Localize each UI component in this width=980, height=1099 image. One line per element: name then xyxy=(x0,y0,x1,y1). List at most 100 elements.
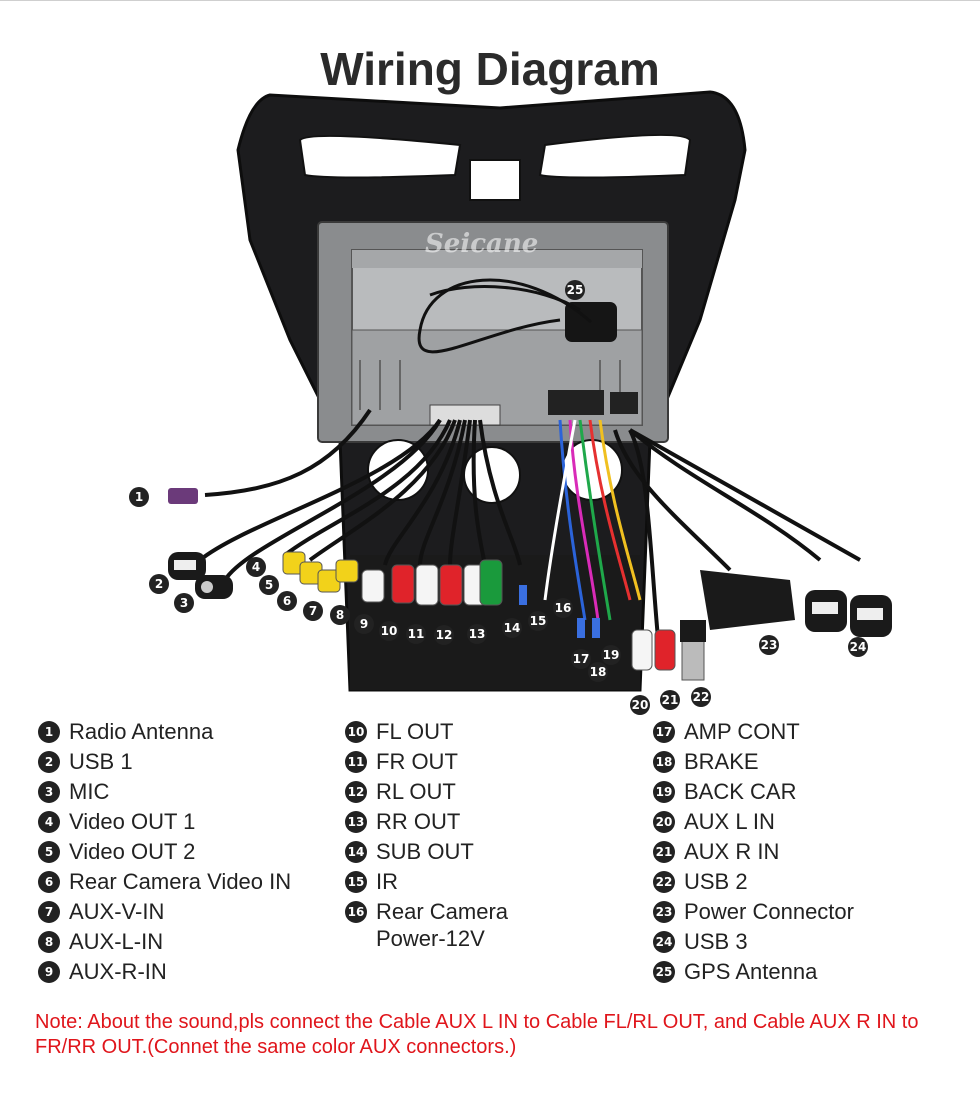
legend-item: 6 Rear Camera Video IN xyxy=(38,867,291,897)
legend-number: 12 xyxy=(345,781,367,803)
legend-label: Rear Camera Video IN xyxy=(69,869,292,894)
legend-number: 10 xyxy=(345,721,367,743)
legend-number: 21 xyxy=(653,841,675,863)
legend-item: 25 GPS Antenna xyxy=(653,957,854,987)
legend-column-2: 10 FL OUT 11 FR OUT 12 RL OUT 13 RR OUT 14 SU… xyxy=(345,717,526,959)
legend-label: SUB OUT xyxy=(376,839,474,864)
legend-label: AUX R IN xyxy=(684,839,780,864)
marker-6: 6 xyxy=(277,591,297,611)
marker-15: 15 xyxy=(528,611,548,631)
marker-5: 5 xyxy=(259,575,279,595)
marker-12: 12 xyxy=(434,625,454,645)
marker-18: 18 xyxy=(588,662,608,682)
legend-number: 1 xyxy=(38,721,60,743)
marker-23: 23 xyxy=(759,635,779,655)
marker-20: 20 xyxy=(630,695,650,715)
legend-number: 22 xyxy=(653,871,675,893)
legend-label: BACK CAR xyxy=(684,779,797,804)
sound-connection-note: Note: About the sound,pls connect the Ca… xyxy=(35,1011,919,1058)
legend-item: 18 BRAKE xyxy=(653,747,854,777)
legend-item: 16 Rear Camera Power-12V xyxy=(345,897,526,959)
legend-label: AMP CONT xyxy=(684,719,800,744)
legend-item: 1 Radio Antenna xyxy=(38,717,291,747)
legend-label: USB 1 xyxy=(69,749,133,774)
legend-number: 6 xyxy=(38,871,60,893)
legend-label: Power Connector xyxy=(684,899,854,924)
legend-label: AUX L IN xyxy=(684,809,775,834)
top-divider xyxy=(0,0,980,1)
legend-item: 17 AMP CONT xyxy=(653,717,854,747)
legend-label: FR OUT xyxy=(376,749,458,774)
legend-number: 19 xyxy=(653,781,675,803)
page-title: Wiring Diagram xyxy=(320,43,660,95)
legend-item: 7 AUX-V-IN xyxy=(38,897,291,927)
watermark-text: Seicane xyxy=(425,229,538,259)
legend-number: 8 xyxy=(38,931,60,953)
legend-number: 4 xyxy=(38,811,60,833)
legend-label: AUX-L-IN xyxy=(69,929,164,954)
legend-column-3: 17 AMP CONT 18 BRAKE 19 BACK CAR 20 AUX L IN… xyxy=(653,717,854,987)
marker-13: 13 xyxy=(467,624,487,644)
legend-label: Video OUT 1 xyxy=(69,809,196,834)
marker-24: 24 xyxy=(848,637,868,657)
legend-item: 21 AUX R IN xyxy=(653,837,854,867)
marker-9: 9 xyxy=(354,614,374,634)
legend-item: 8 AUX-L-IN xyxy=(38,927,291,957)
legend-item: 2 USB 1 xyxy=(38,747,291,777)
marker-21: 21 xyxy=(660,690,680,710)
marker-7: 7 xyxy=(303,601,323,621)
legend-number: 3 xyxy=(38,781,60,803)
marker-3: 3 xyxy=(174,593,194,613)
marker-22: 22 xyxy=(691,687,711,707)
legend-number: 16 xyxy=(345,901,367,923)
marker-14: 14 xyxy=(502,618,522,638)
legend-number: 5 xyxy=(38,841,60,863)
legend-label: MIC xyxy=(69,779,110,804)
legend-label: USB 3 xyxy=(684,929,748,954)
legend-label: AUX-V-IN xyxy=(69,899,165,924)
legend-label: RL OUT xyxy=(376,779,456,804)
legend-label: RR OUT xyxy=(376,809,461,834)
legend-number: 13 xyxy=(345,811,367,833)
legend-number: 15 xyxy=(345,871,367,893)
legend-item: 20 AUX L IN xyxy=(653,807,854,837)
legend-label: BRAKE xyxy=(684,749,759,774)
legend-label: Radio Antenna xyxy=(69,719,214,744)
legend-item: 22 USB 2 xyxy=(653,867,854,897)
legend-item: 4 Video OUT 1 xyxy=(38,807,291,837)
legend-number: 18 xyxy=(653,751,675,773)
legend-label: GPS Antenna xyxy=(684,959,818,984)
marker-1: 1 xyxy=(129,487,149,507)
legend-item: 19 BACK CAR xyxy=(653,777,854,807)
legend-item: 11 FR OUT xyxy=(345,747,526,777)
legend-number: 25 xyxy=(653,961,675,983)
legend-item: 12 RL OUT xyxy=(345,777,526,807)
legend-label: Rear Camera Power-12V xyxy=(376,899,509,951)
legend-number: 2 xyxy=(38,751,60,773)
legend-item: 3 MIC xyxy=(38,777,291,807)
legend-label: IR xyxy=(376,869,398,894)
legend-number: 17 xyxy=(653,721,675,743)
legend-item: 5 Video OUT 2 xyxy=(38,837,291,867)
legend-item: 13 RR OUT xyxy=(345,807,526,837)
marker-10: 10 xyxy=(379,621,399,641)
marker-11: 11 xyxy=(406,624,426,644)
legend-item: 15 IR xyxy=(345,867,526,897)
legend-label: Video OUT 2 xyxy=(69,839,196,864)
marker-16: 16 xyxy=(553,598,573,618)
legend-item: 23 Power Connector xyxy=(653,897,854,927)
legend-number: 7 xyxy=(38,901,60,923)
legend-label: FL OUT xyxy=(376,719,454,744)
marker-19: 19 xyxy=(601,645,621,665)
legend-number: 14 xyxy=(345,841,367,863)
legend-label: AUX-R-IN xyxy=(69,959,167,984)
legend-number: 20 xyxy=(653,811,675,833)
marker-17: 17 xyxy=(571,649,591,669)
legend-label: USB 2 xyxy=(684,869,748,894)
marker-4: 4 xyxy=(246,557,266,577)
legend-item: 10 FL OUT xyxy=(345,717,526,747)
legend-number: 11 xyxy=(345,751,367,773)
legend-number: 23 xyxy=(653,901,675,923)
